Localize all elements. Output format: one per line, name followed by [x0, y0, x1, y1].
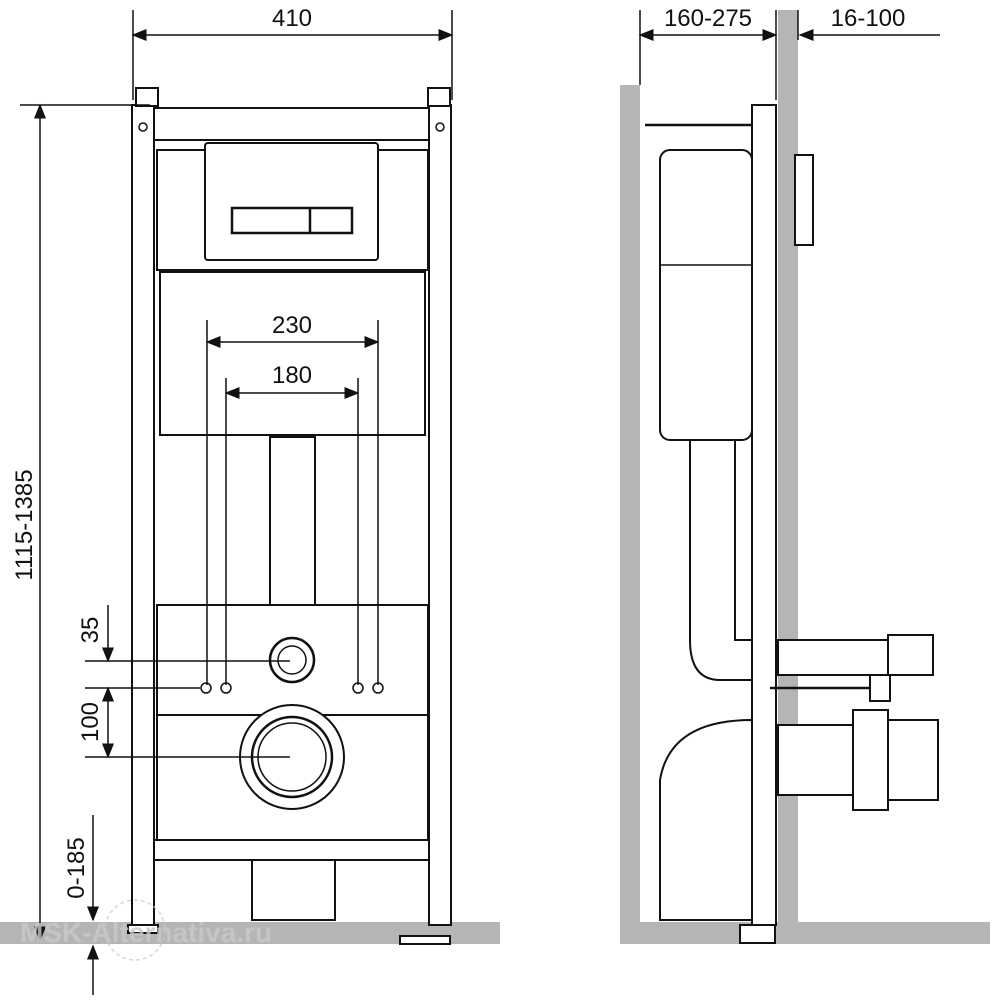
water-inlet	[268, 636, 316, 684]
stud-spacing-inner: 180	[272, 362, 312, 389]
side-view: 160-275 16-100	[620, 5, 990, 944]
top-crossbar	[153, 107, 430, 141]
cistern-side	[659, 149, 753, 441]
back-wall	[620, 85, 640, 944]
drain-offset-dimension: 100	[77, 702, 104, 742]
flush-plate-side	[794, 154, 814, 246]
stud-spacing-outer: 230	[272, 312, 312, 339]
frame-post	[751, 104, 777, 926]
cistern-body	[159, 271, 426, 436]
flush-plate	[204, 142, 379, 261]
right-post	[428, 104, 452, 926]
drain-pipe	[251, 859, 336, 921]
drain-elbow	[659, 718, 753, 921]
stud-hole	[200, 682, 212, 694]
depth-dimension: 160-275	[664, 5, 752, 32]
inlet-pipe	[777, 639, 889, 676]
right-bracket	[427, 87, 451, 107]
height-dimension: 1115-1385	[11, 469, 38, 580]
drain-connector	[777, 724, 854, 796]
flush-pipe-side	[689, 439, 753, 681]
front-view: 410 1115-1385 230 180 35 100 0-185	[0, 5, 500, 995]
floor	[620, 922, 990, 944]
wall-thickness-dimension: 16-100	[831, 5, 906, 32]
floor	[0, 922, 500, 944]
floor-gap-dimension: 0-185	[63, 837, 90, 898]
watermark-text: MSK-Alternativa.ru	[20, 917, 272, 948]
front-wall	[778, 10, 798, 925]
flush-buttons	[230, 206, 354, 235]
offset-dimension: 35	[77, 617, 104, 644]
watermark: MSK-Alternativa.ru	[20, 899, 272, 961]
lower-crossbar	[153, 839, 430, 861]
left-bracket	[135, 87, 159, 107]
mounting-plate	[156, 604, 429, 716]
flush-pipe	[269, 436, 316, 606]
width-dimension: 410	[272, 5, 312, 32]
left-post	[131, 104, 155, 926]
